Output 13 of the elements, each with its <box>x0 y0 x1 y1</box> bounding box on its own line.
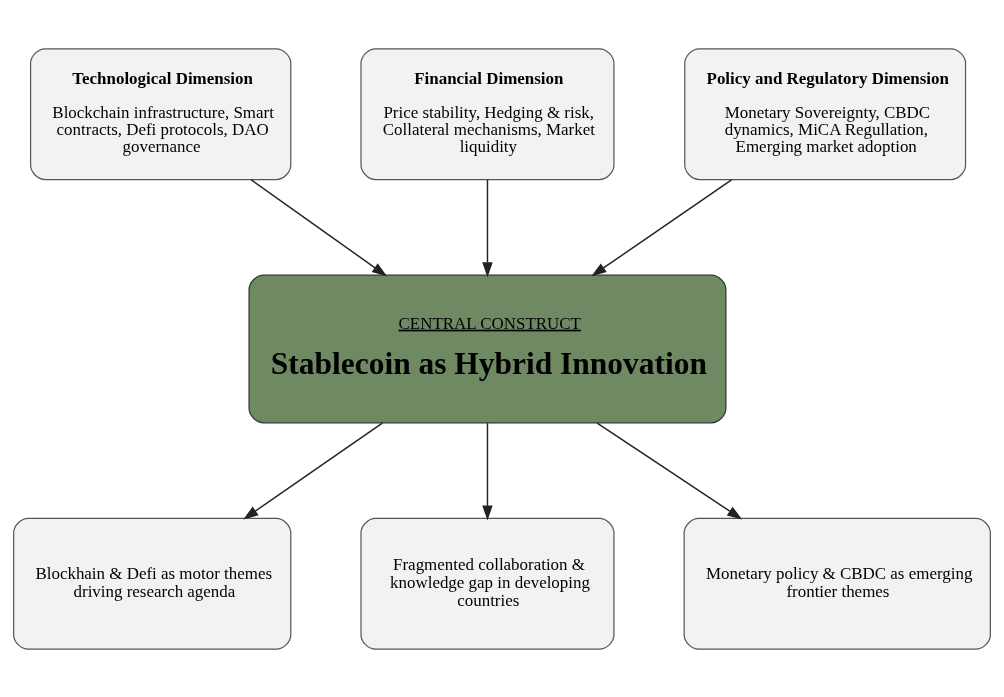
arrow <box>482 421 493 520</box>
node-box: Financial Dimension Price stability, Hedging & risk, Collateral mechanisms, Market liquidity <box>360 47 615 180</box>
arrow <box>482 178 493 277</box>
arrow <box>243 421 384 519</box>
node-box: CENTRAL CONSTRUCT Stablecoin as Hybrid Innovation <box>248 274 727 423</box>
arrow <box>591 178 733 276</box>
node-box: Technological Dimension Blockchain infrastructure, Smart contracts, Defi protocols, DAO governance <box>29 47 292 180</box>
node-box: Policy and Regulatory Dimension Monetary Sovereignty, CBDC dynamics, MiCA Regullation, Emerging market adoption <box>684 47 967 180</box>
arrow <box>250 178 387 276</box>
arrow <box>596 421 743 519</box>
node-box: Fragmented collaboration & knowledge gap in developing countries <box>360 517 615 650</box>
node-box: Monetary policy & CBDC as emerging frontier themes <box>683 517 991 650</box>
node-box: Blockhain & Defi as motor themes driving research agenda <box>13 517 292 650</box>
